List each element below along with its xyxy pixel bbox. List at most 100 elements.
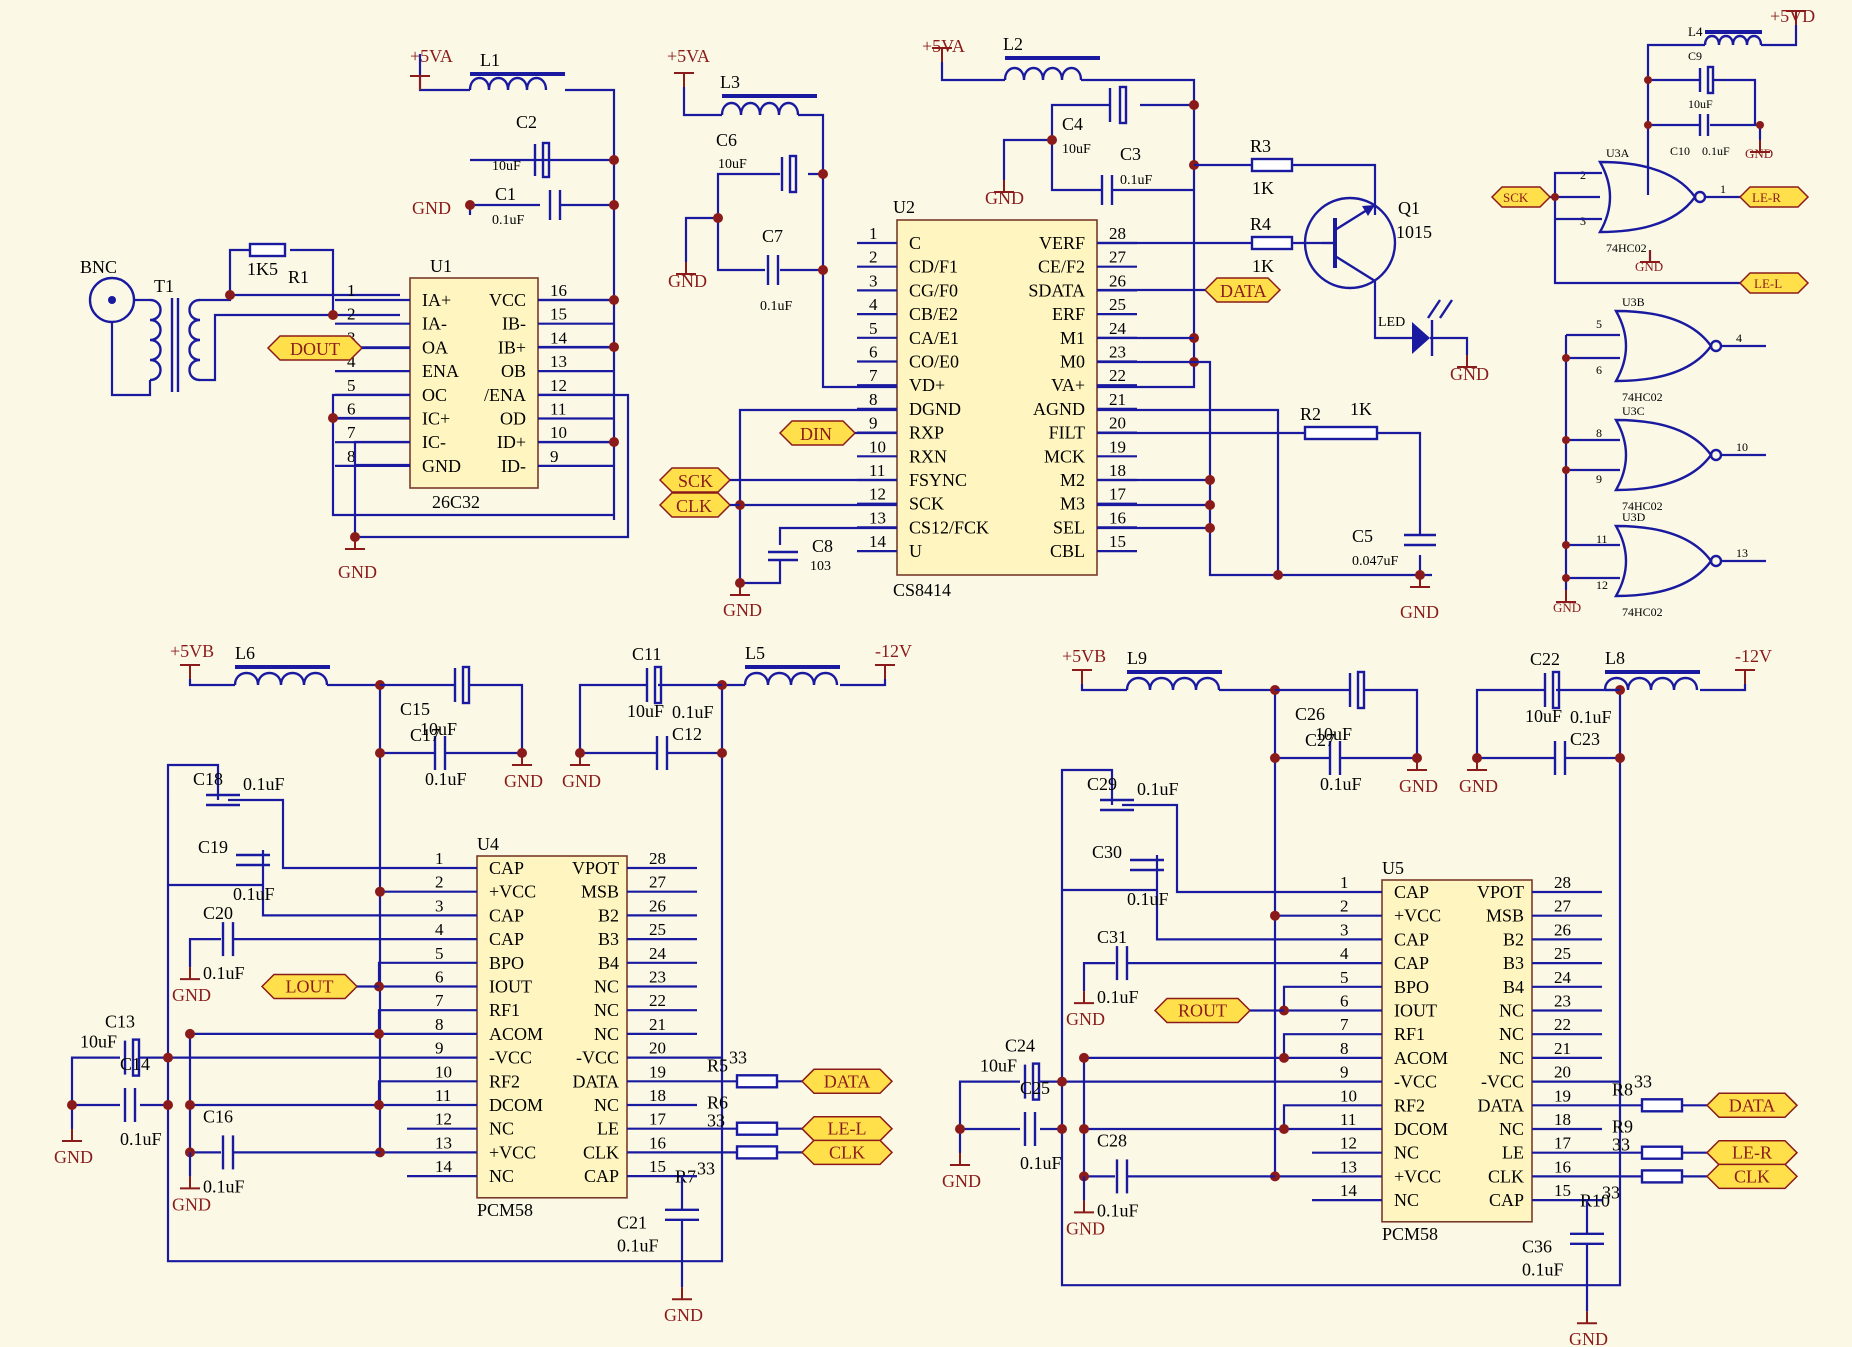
u4-pos-supply: +5VB — [170, 641, 214, 661]
c18-label: C18 — [193, 769, 223, 789]
u3c-pin-b: 9 — [1596, 472, 1602, 486]
c17-value: 0.1uF — [425, 769, 467, 789]
u4-pin-num-23: 23 — [649, 968, 666, 987]
u5-pin-num-26: 26 — [1554, 920, 1571, 939]
u4-pin-name-6: IOUT — [489, 977, 532, 997]
u2-pin-name-8: DGND — [909, 399, 961, 419]
u2-pin-num-23: 23 — [1109, 343, 1126, 362]
u2-pin-num-24: 24 — [1109, 319, 1127, 338]
c21-label: C21 — [617, 1213, 647, 1233]
u1-pin-num-14: 14 — [550, 328, 568, 347]
r9-label: R9 — [1612, 1117, 1633, 1137]
c20-value: 0.1uF — [203, 963, 245, 983]
u4-pin-name-20: -VCC — [576, 1048, 619, 1068]
u4-pin-num-14: 14 — [435, 1157, 453, 1176]
c20-label: C20 — [203, 903, 233, 923]
p5va-label-2: +5VA — [667, 46, 710, 66]
u2-pin-name-7: VD+ — [909, 375, 945, 395]
transistor-q1: Q1 1015 — [1303, 196, 1432, 290]
u3d-pin-a: 11 — [1596, 532, 1608, 546]
c3-value: 0.1uF — [1120, 173, 1153, 188]
u2-pin-name-28: VERF — [1039, 233, 1085, 253]
u2-pin-name-6: CO/E0 — [909, 352, 959, 372]
u4-pin-name-7: RF1 — [489, 1000, 520, 1020]
u1-pin-name-16: VCC — [489, 290, 526, 310]
u2-pin-num-13: 13 — [869, 508, 886, 527]
bnc-label: BNC — [80, 257, 117, 277]
capacitor-c4: C4 10uF — [1062, 85, 1128, 157]
resistor-r1 — [248, 242, 287, 258]
u2-pin-num-2: 2 — [869, 248, 878, 267]
u4-pin-name-12: NC — [489, 1119, 514, 1139]
c14-label: C14 — [120, 1054, 150, 1074]
c6-label: C6 — [716, 130, 737, 150]
port-data-u5 — [1705, 1092, 1799, 1119]
u4-pin-name-24: B4 — [598, 953, 619, 973]
r1-value: 1K5 — [247, 259, 278, 279]
u4-pin-name-15: CAP — [584, 1166, 619, 1186]
u2-pin-name-26: SDATA — [1028, 280, 1085, 300]
u3c-pin-out: 10 — [1736, 440, 1748, 454]
c25-label: C25 — [1020, 1078, 1050, 1098]
u5-pin-num-5: 5 — [1340, 968, 1349, 987]
u2-pin-num-10: 10 — [869, 437, 886, 456]
p5va-label-1: +5VA — [410, 46, 453, 66]
u1-pin-num-16: 16 — [550, 281, 567, 300]
u5-res-data — [1640, 1098, 1684, 1113]
u4-res-le — [735, 1121, 779, 1136]
sck-label-u2: SCK — [678, 471, 713, 491]
u2-pin-num-19: 19 — [1109, 437, 1126, 456]
u2-pin-num-18: 18 — [1109, 461, 1126, 480]
u4-gnd-f: GND — [664, 1305, 703, 1325]
u1-pin-name-3: OA — [422, 337, 448, 357]
u2-pin-name-21: AGND — [1033, 399, 1085, 419]
u5-gnd-a: GND — [1399, 776, 1438, 796]
u4-pin-name-19: DATA — [572, 1071, 619, 1091]
u1-pin-num-8: 8 — [347, 447, 356, 466]
u1-pin-name-2: IA- — [422, 314, 447, 334]
u4-pin-name-25: B3 — [598, 929, 619, 949]
u5-res-le — [1640, 1145, 1684, 1160]
port-data-u4 — [800, 1068, 894, 1095]
u1-pin-num-4: 4 — [347, 352, 356, 371]
u5-pin-name-10: RF2 — [1394, 1095, 1425, 1115]
u4-pin-num-13: 13 — [435, 1133, 452, 1152]
u1-pin-num-11: 11 — [550, 400, 566, 419]
u1-pin-num-13: 13 — [550, 352, 567, 371]
u2-pin-num-20: 20 — [1109, 414, 1126, 433]
u3a-pin-out: 1 — [1720, 182, 1726, 196]
u3b-label: U3B — [1622, 295, 1645, 309]
t1-label: T1 — [154, 276, 174, 296]
u1-pin-num-6: 6 — [347, 400, 356, 419]
u1-pin-name-11: OD — [500, 409, 526, 429]
u4-pin-name-18: NC — [594, 1095, 619, 1115]
u1-pin-num-12: 12 — [550, 376, 567, 395]
u4-ref: U4 — [477, 834, 499, 854]
capacitor-c8: C8 103 — [768, 536, 833, 574]
port-clk-u2: CLK — [658, 492, 740, 518]
u5-gnd-f: GND — [1569, 1329, 1608, 1347]
capacitor-c7: C7 0.1uF — [760, 226, 793, 314]
u1-pin-num-2: 2 — [347, 305, 356, 324]
u5-pin-name-12: NC — [1394, 1143, 1419, 1163]
u1-pin-name-8: GND — [422, 456, 461, 476]
u2-pin-num-16: 16 — [1109, 508, 1126, 527]
transformer-t1: T1 — [149, 276, 201, 392]
u4-pin-num-8: 8 — [435, 1015, 444, 1034]
r8-label: R8 — [1612, 1079, 1633, 1099]
led-label: LED — [1378, 315, 1405, 330]
u2-pin-name-20: FILT — [1049, 423, 1085, 443]
r3-value: 1K — [1252, 178, 1274, 198]
u4-pin-num-4: 4 — [435, 920, 444, 939]
port-clk-u4 — [800, 1139, 894, 1166]
inductor-l1: L1 — [468, 50, 565, 91]
u4-pin-name-26: B2 — [598, 905, 619, 925]
c21-value: 0.1uF — [617, 1236, 659, 1256]
u4-pin-name-28: VPOT — [572, 858, 619, 878]
q1-value: 1015 — [1396, 222, 1432, 242]
ler-label-gate: LE-R — [1752, 190, 1781, 205]
u4-pin-num-28: 28 — [649, 849, 666, 868]
u4-pin-name-2: +VCC — [489, 882, 536, 902]
